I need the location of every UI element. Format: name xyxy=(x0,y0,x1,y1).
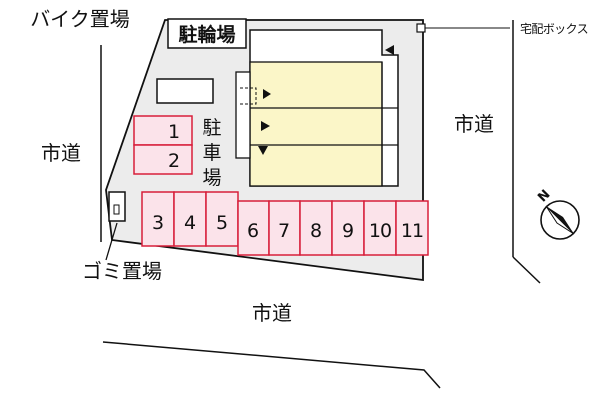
parking-space-number: 8 xyxy=(310,220,322,242)
north-compass-icon xyxy=(540,200,580,240)
parking-block-left: 1 2 xyxy=(133,115,193,175)
parking-space xyxy=(237,200,270,256)
garbage-leader-line xyxy=(105,222,118,261)
entrance-arrow-icon xyxy=(263,89,271,99)
parking-space-number: 1 xyxy=(168,121,180,143)
bike-parking-label: バイク置場 xyxy=(30,7,130,31)
parking-space xyxy=(133,115,193,146)
parking-space-number: 5 xyxy=(216,212,228,234)
parking-space xyxy=(299,200,333,256)
city-road-label-right: 市道 xyxy=(454,112,494,136)
parking-space-number: 3 xyxy=(152,212,164,234)
parking-space xyxy=(363,200,397,256)
parking-space-number: 11 xyxy=(401,220,423,242)
bicycle-parking-label-box xyxy=(167,18,247,49)
delivery-box-label: 宅配ボックス xyxy=(520,21,588,36)
parking-space-number: 9 xyxy=(342,220,354,242)
parking-space xyxy=(133,144,193,175)
parking-space xyxy=(395,200,429,256)
parking-space-number: 2 xyxy=(168,150,180,172)
parking-space-number: 6 xyxy=(247,220,259,242)
apartment-building xyxy=(235,29,399,187)
parking-lot-label-char: 駐 xyxy=(202,117,221,139)
parking-space xyxy=(205,191,239,247)
garbage-area-box xyxy=(108,191,126,222)
parking-lot-label-char: 車 xyxy=(202,142,221,164)
entrance-arrow-icon xyxy=(261,121,270,131)
parking-block-right: 6 7 8 9 10 11 xyxy=(237,200,429,256)
entrance-arrow-icon xyxy=(385,45,394,55)
garbage-area-inner xyxy=(113,204,120,215)
city-road-label-bottom: 市道 xyxy=(252,301,292,325)
delivery-box-marker xyxy=(416,23,426,33)
parking-block-middle: 3 4 5 xyxy=(141,191,239,247)
entrance-arrow-icon xyxy=(258,146,268,155)
garbage-area-label: ゴミ置場 xyxy=(82,259,162,283)
parking-space-number: 7 xyxy=(278,220,290,242)
bike-parking-area xyxy=(156,78,214,104)
parking-space-number: 4 xyxy=(184,212,196,234)
parking-space xyxy=(268,200,301,256)
parking-lot-label-char: 場 xyxy=(202,167,221,189)
road-edge-bottom xyxy=(102,341,441,389)
bicycle-parking-label: 駐輪場 xyxy=(178,23,235,46)
city-road-label-left: 市道 xyxy=(41,141,81,165)
road-edge-right-corner xyxy=(512,256,541,284)
parking-space-number: 10 xyxy=(369,220,391,242)
